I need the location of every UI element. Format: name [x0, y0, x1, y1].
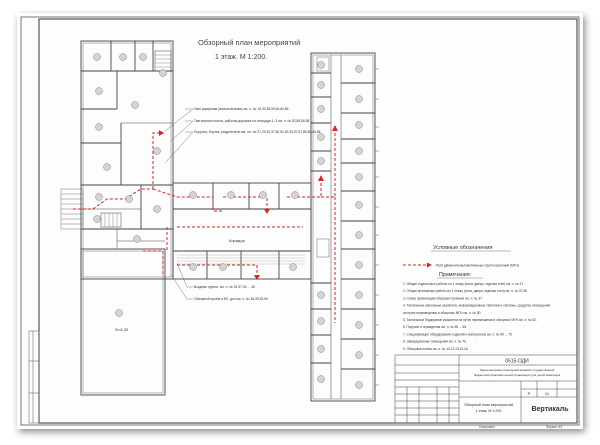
note-item: на путях перемещения и обзорные МГН см. …	[403, 311, 481, 315]
note-item: 4. Тактильные напольные указатели, инфор…	[403, 304, 550, 308]
callout-4: Входная группа, см. л. № 25,37,43 ... 48	[194, 285, 255, 289]
callout-5: Обзорный проём в ФЛ, доп см. л. № 38,39,…	[194, 297, 268, 301]
copied-label: Копировал	[479, 425, 495, 429]
callout-3: Поручни, бортик, разделитель ам. лл. № 2…	[194, 130, 321, 134]
callout-1: Узел уширения (кнопка вызова) см. л. № 1…	[194, 107, 289, 111]
note-item: 6. Поручни и ограждения см. л. № 65 ... …	[403, 325, 467, 329]
title-block	[394, 354, 578, 424]
right-wing	[310, 52, 376, 402]
left-margin-stamp	[28, 330, 40, 424]
note-item: 3. Схему организации обзорных проемов см…	[403, 296, 483, 300]
note-item: 9. Обзорные планы см. л. № 10,12,13,15,1…	[403, 347, 469, 351]
hall-area-label: Ф=6,30	[115, 327, 129, 332]
drawing-name-line1: Обзорный план мероприятий.	[464, 403, 514, 407]
room-number-bubbles	[93, 53, 363, 389]
project-code: 0515-ОДИ	[505, 359, 529, 365]
drawing-title: Обзорный план мероприятий	[198, 38, 300, 47]
legend-route-label: - Пути движения маломобильных групп насе…	[434, 264, 519, 268]
notes-heading: Примечания:	[439, 272, 471, 278]
company-logo: Вертикаль	[531, 406, 569, 413]
stage-value: Р	[528, 391, 531, 396]
object-name-line1: Перепланировка помещений Краевой государ…	[480, 368, 555, 372]
notes-list: 1. Общие отделочные работы по 1 этажу (п…	[403, 282, 550, 351]
note-item: 7. Спецификация оборудования, изделий и …	[403, 332, 513, 336]
inner-frame	[38, 18, 578, 424]
note-item: 8. Эвакуационные помещения см. л. № 76.	[403, 340, 467, 344]
object-name-line2: бюджетной образовательной организации дл…	[474, 373, 561, 377]
note-item: 2. Общие монтажные работы по 1 этажу (по…	[403, 289, 527, 293]
left-wing	[80, 40, 174, 396]
route-arrows	[159, 125, 338, 280]
legend-heading: Условные обозначения	[433, 245, 492, 251]
note-item: 5. Тактильные бордюрные указатели на пут…	[403, 318, 537, 322]
floor-plan: Коридор Ф=6,30 Обзорный план мероприятий…	[20, 16, 580, 429]
note-item: 1. Общие отделочные работы по 1 этажу (п…	[403, 282, 523, 286]
corridor-label: Коридор	[229, 238, 246, 243]
callout-leaders	[164, 108, 194, 300]
corridor-hatch	[177, 254, 305, 265]
right-wing-windows	[375, 68, 379, 386]
legend-route-arrow	[427, 262, 432, 268]
format-label: Формат А3	[546, 425, 562, 429]
sheet-value: 11	[545, 391, 550, 396]
callout-2: Тактильная плитка, рабочая дорожка на пл…	[194, 119, 310, 123]
outer-frame	[20, 16, 580, 426]
drawing-scale: 1 этаж. М 1:200.	[215, 54, 267, 61]
drawing-sheet: Коридор Ф=6,30 Обзорный план мероприятий…	[17, 13, 583, 429]
mgn-route	[73, 129, 336, 323]
drawing-name-line2: 1 этаж. М 1:200.	[476, 409, 503, 413]
